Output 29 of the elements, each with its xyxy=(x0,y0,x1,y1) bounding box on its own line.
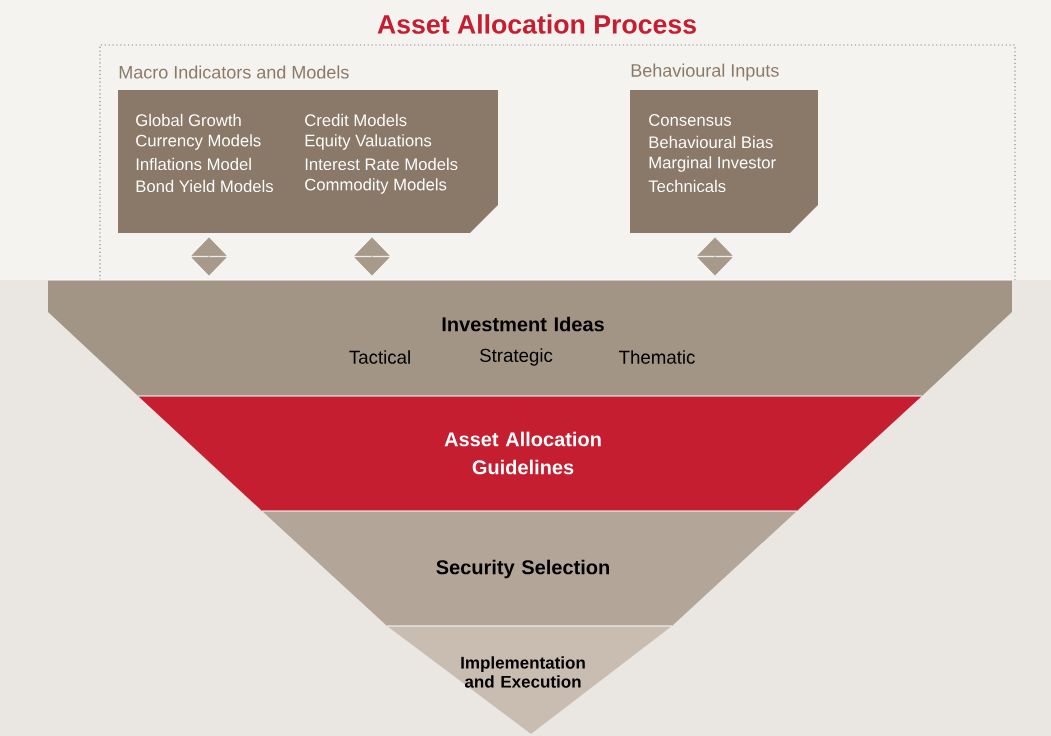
idea-label: Strategic xyxy=(480,348,553,366)
list-item: Currency Models xyxy=(136,134,261,150)
idea-label: Thematic xyxy=(619,350,695,364)
list-item: Global Growth xyxy=(136,113,241,127)
funnel-band xyxy=(47,279,1013,396)
band-title: Investment Ideas xyxy=(442,316,604,332)
band-title: Security Selection xyxy=(436,559,609,579)
funnel-band xyxy=(261,510,798,626)
idea-label: Tactical xyxy=(349,350,410,364)
list-item: Equity Valuations xyxy=(305,134,432,150)
list-item: Credit Models xyxy=(305,113,407,127)
band-title: Asset Allocation Guidelines xyxy=(444,431,601,475)
list-item: Marginal Investor xyxy=(649,156,776,172)
double-arrow xyxy=(697,237,733,276)
list-item: Commodity Models xyxy=(305,178,447,194)
list-item: Inflations Model xyxy=(136,157,251,171)
double-arrow xyxy=(191,237,227,276)
list-item: Bond Yield Models xyxy=(136,179,273,193)
section-heading: Macro Indicators and Models xyxy=(119,65,349,79)
title: Asset Allocation Process xyxy=(377,14,696,34)
list-item: Consensus xyxy=(649,114,732,126)
funnel-band xyxy=(137,395,923,511)
list-item: Behavioural Bias xyxy=(649,135,773,149)
list-item: Technicals xyxy=(648,179,726,193)
double-arrow xyxy=(354,237,390,276)
funnel-tip xyxy=(386,625,673,734)
list-item: Interest Rate Models xyxy=(305,157,458,171)
section-heading: Behavioural Inputs xyxy=(631,63,779,81)
band-title: Implementation and Execution xyxy=(461,656,585,688)
